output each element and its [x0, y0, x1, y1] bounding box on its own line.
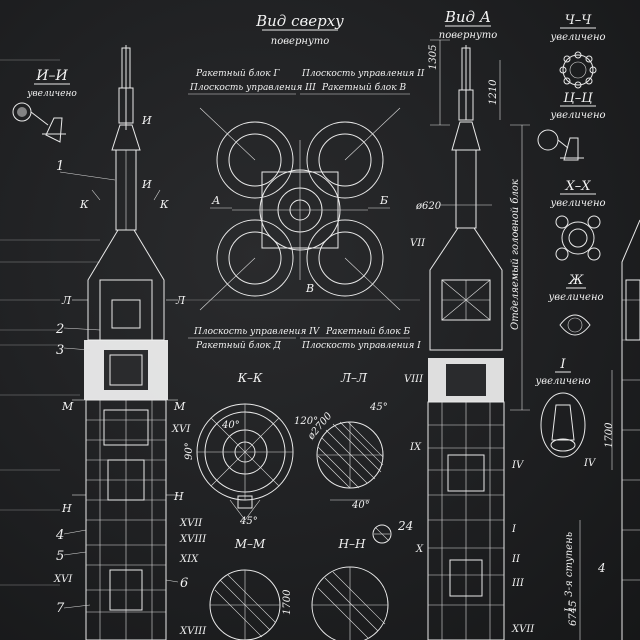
middle-dimension-lines: [430, 39, 613, 640]
label-block-b: Ракетный блок Б: [325, 326, 410, 337]
construction-lines: [0, 59, 420, 586]
label-plane-ii: Плоскость управления II: [301, 69, 425, 79]
section-m-m-title: М–М: [234, 537, 266, 551]
section-I-subtitle: увеличено: [534, 376, 590, 387]
roman-ii-mid: II: [511, 554, 521, 565]
section-I-title: I: [559, 357, 566, 372]
angle-40: 40°: [221, 420, 240, 431]
section-ch-subtitle: увеличено: [549, 32, 605, 43]
section-l-l-title: Л–Л: [340, 371, 368, 385]
section-i-title: И–И: [35, 68, 68, 84]
roman-vii: VII: [410, 238, 426, 249]
dim-1700b: 1700: [604, 422, 615, 448]
callout-7: 7: [56, 601, 65, 616]
roman-xviii: XVIII: [179, 534, 207, 545]
roman-x: X: [415, 544, 424, 555]
letter-l-left: Л: [61, 294, 72, 307]
section-l-l-drawing: [316, 421, 384, 501]
roman-xix: XIX: [179, 554, 199, 565]
detail-ts-ts: [537, 129, 584, 161]
section-i-subtitle: увеличено: [26, 89, 77, 99]
letter-m-right: М: [173, 400, 186, 413]
letter-i-top: И: [141, 114, 152, 127]
callout-2: 2: [55, 322, 64, 337]
letter-k-right: К: [159, 198, 169, 211]
callout-4: 4: [55, 528, 64, 543]
note-head-block: Отделяемый головной блок: [510, 179, 521, 330]
section-k-k-drawing: [196, 403, 294, 521]
callout-3: 3: [56, 343, 64, 358]
callout-6: 6: [180, 576, 188, 591]
angle-40b: 40°: [351, 500, 370, 511]
view-a-title: Вид А: [444, 8, 491, 26]
letter-n-right: Н: [173, 490, 184, 503]
roman-xvi-left: XVI: [53, 574, 73, 585]
detail-kh-kh: [555, 215, 601, 261]
view-a-subtitle: повернуто: [439, 30, 498, 41]
section-ts-title: Ц–Ц: [563, 91, 593, 106]
label-block-v: Ракетный блок В: [321, 82, 406, 93]
left-callout-lines: [59, 171, 179, 609]
top-view-title: Вид сверху: [255, 12, 344, 30]
dim-1700: 1700: [282, 589, 293, 615]
roman-ix: IX: [409, 442, 422, 453]
right-rocket-partial: [621, 219, 640, 640]
section-k-k-title: К–К: [237, 371, 263, 385]
roman-iv-right: IV: [583, 458, 597, 469]
roman-xvi: XVI: [171, 424, 191, 435]
roman-iii-mid: III: [511, 578, 525, 589]
detail-I: [540, 392, 586, 458]
label-plane-iv: Плоскость управления IV: [193, 327, 321, 337]
section-ch-title: Ч–Ч: [565, 13, 593, 28]
callout-5: 5: [56, 549, 64, 564]
letter-n-left: Н: [61, 502, 72, 515]
section-kh-subtitle: увеличено: [549, 198, 605, 209]
roman-viii: VIII: [404, 374, 424, 385]
section-m-m-drawing: [209, 569, 281, 640]
label-block-g: Ракетный блок Г: [195, 68, 280, 79]
angle-45b: 45°: [239, 516, 258, 527]
dim-6745: 6745: [568, 601, 579, 626]
label-letter-b: Б: [379, 194, 388, 207]
detail-zh: [559, 314, 591, 336]
detail-ch-ch: [559, 51, 597, 89]
letter-i-mid: И: [141, 178, 152, 191]
dim-1305: 1305: [428, 45, 439, 70]
letter-m-left: М: [61, 400, 74, 413]
callout-4-right: 4: [597, 561, 606, 575]
top-view-drawing: [199, 107, 401, 311]
detail-i-i: [12, 102, 66, 143]
roman-i-mid: I: [511, 524, 517, 535]
dim-1210: 1210: [488, 79, 499, 105]
letter-l-right: Л: [175, 294, 186, 307]
label-block-d: Ракетный блок Д: [195, 340, 281, 351]
angle-45: 45°: [369, 402, 388, 413]
roman-xvii-mid: XVII: [511, 624, 535, 635]
section-n-n-title: Н–Н: [338, 537, 366, 551]
section-n-n-drawing: [311, 524, 392, 640]
angle-90: 90°: [184, 442, 195, 460]
roman-iv-mid: IV: [511, 460, 525, 471]
roman-xviii-bottom: XVIII: [179, 626, 207, 637]
label-plane-i: Плоскость управления I: [301, 341, 421, 351]
letter-k-left: К: [79, 198, 89, 211]
left-rocket: [84, 45, 168, 640]
section-kh-title: Х–Х: [564, 179, 591, 194]
callout-24: 24: [397, 519, 413, 533]
middle-rocket: [427, 45, 505, 640]
label-plane-iii: Плоскость управления III: [189, 83, 316, 93]
roman-xvii: XVII: [179, 518, 203, 529]
section-zh-title: Ж: [568, 273, 584, 288]
label-letter-v: В: [305, 282, 314, 295]
label-letter-a: А: [211, 194, 220, 207]
top-view-subtitle: повернуто: [271, 36, 330, 47]
section-zh-subtitle: увеличено: [547, 292, 603, 303]
note-stage: I – 3-я ступень: [564, 532, 575, 613]
dim-620: ø620: [415, 201, 442, 212]
angle-120: 120°: [294, 416, 318, 427]
section-ts-subtitle: увеличено: [549, 110, 605, 121]
callout-1: 1: [56, 159, 64, 174]
